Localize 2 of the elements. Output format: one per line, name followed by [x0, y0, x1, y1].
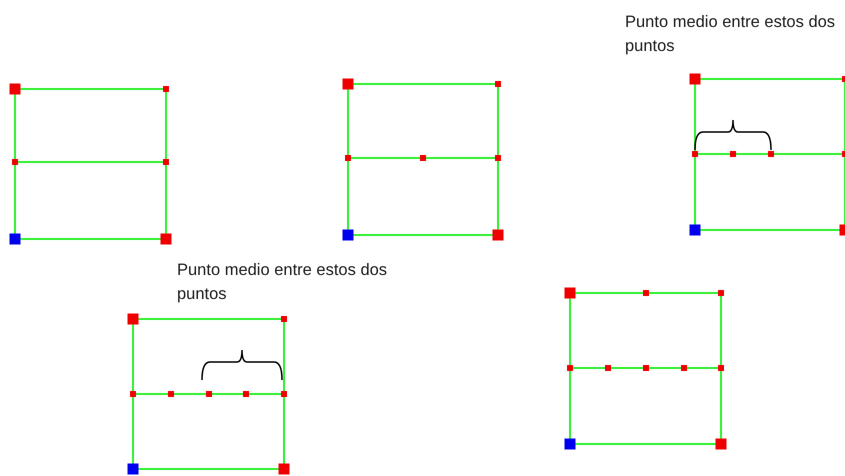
annotation-text: Punto medio entre estos dos puntos	[625, 12, 836, 57]
annotation-text: Punto medio entre estos dos puntos	[177, 260, 388, 305]
